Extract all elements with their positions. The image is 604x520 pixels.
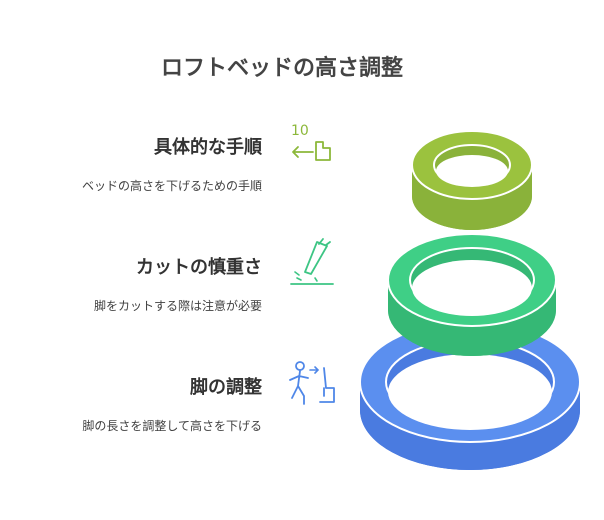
green-ring bbox=[411, 130, 533, 230]
knife-cutting-icon bbox=[287, 236, 339, 294]
step-careful-cutting: カットの慎重さ 脚をカットする際は注意が必要 bbox=[2, 253, 262, 314]
step-heading: 脚の調整 bbox=[190, 377, 262, 398]
step-description: 脚をカットする際は注意が必要 bbox=[93, 299, 262, 313]
teal-ring bbox=[387, 233, 557, 356]
stairs-down-10-icon: 10 bbox=[287, 118, 341, 176]
steps-number-label: 10 bbox=[291, 123, 309, 139]
step-concrete-procedure: 具体的な手順 ベッドの高さを下げるための手順 bbox=[2, 133, 262, 194]
page-title: ロフトベッドの高さ調整 bbox=[160, 56, 403, 81]
step-description: 脚の長さを調整して高さを下げる bbox=[82, 419, 262, 433]
blue-ring bbox=[359, 321, 581, 470]
step-heading: 具体的な手順 bbox=[154, 137, 262, 158]
person-adjusting-seat-icon bbox=[286, 358, 340, 416]
step-leg-adjustment: 脚の調整 脚の長さを調整して高さを下げる bbox=[2, 373, 262, 434]
step-heading: カットの慎重さ bbox=[136, 257, 262, 278]
step-description: ベッドの高さを下げるための手順 bbox=[81, 179, 262, 193]
